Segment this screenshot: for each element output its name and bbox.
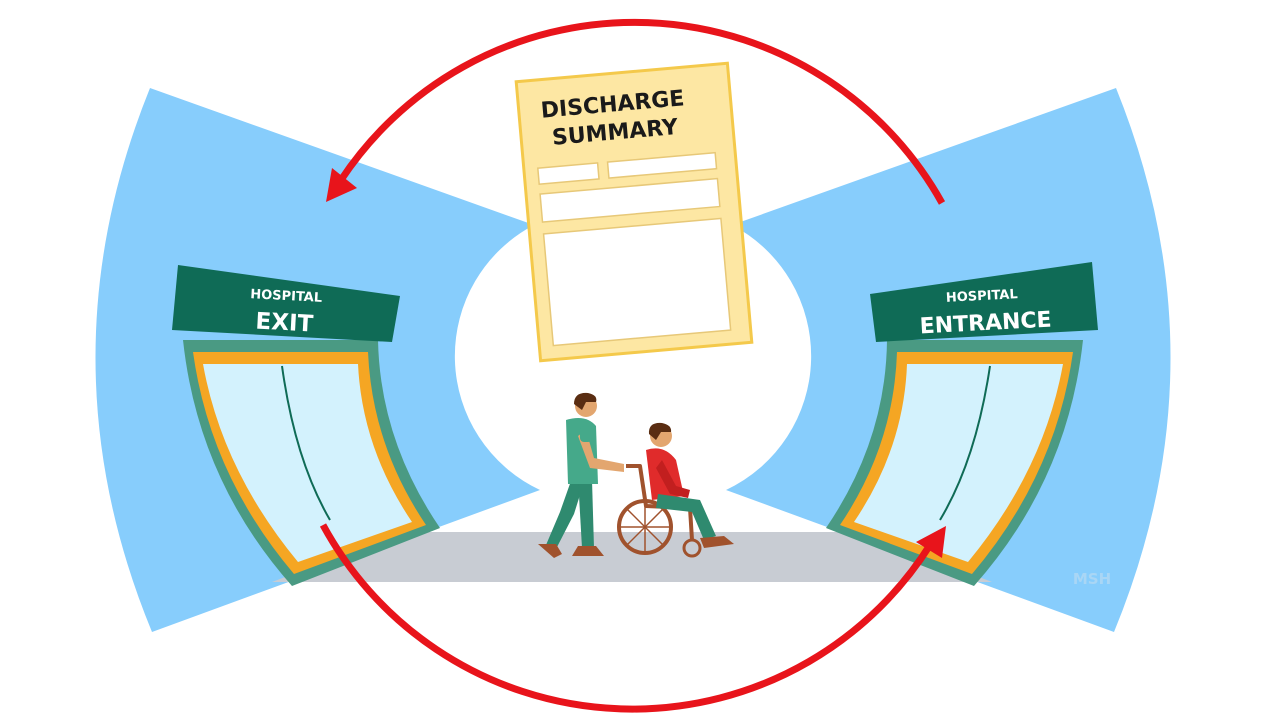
entrance-doorway bbox=[826, 340, 1083, 586]
wheelchair-icon bbox=[617, 464, 702, 558]
exit-door-seam bbox=[281, 365, 331, 521]
discharge-summary-document: DISCHARGE SUMMARY bbox=[514, 61, 754, 363]
curved-arrow-icon bbox=[319, 523, 933, 713]
document-field-medium bbox=[606, 151, 718, 179]
cycle-arrow-bottom bbox=[319, 523, 946, 713]
caregiver-shoe-back bbox=[538, 544, 562, 558]
document-field-large bbox=[542, 217, 732, 347]
exit-door-glass bbox=[203, 364, 412, 562]
caregiver-sleeve bbox=[580, 426, 592, 442]
caregiver-hair bbox=[574, 392, 597, 410]
exit-sign-board bbox=[172, 265, 400, 342]
caregiver-front-leg bbox=[578, 478, 594, 548]
exit-sign-line2: EXIT bbox=[255, 309, 314, 338]
arrowhead-right-icon bbox=[916, 526, 946, 558]
curved-arrow-icon bbox=[338, 18, 946, 205]
wheelchair-frame bbox=[626, 464, 694, 541]
entrance-sign-board bbox=[870, 262, 1098, 342]
document-field-wide bbox=[539, 177, 721, 223]
patient-in-wheelchair bbox=[617, 422, 734, 558]
entrance-door-glass bbox=[854, 364, 1063, 562]
caregiver-back-leg bbox=[546, 478, 584, 549]
cycle-arrow-top bbox=[326, 18, 946, 205]
wheel-spoke bbox=[626, 508, 664, 546]
exit-sign: HOSPITAL EXIT bbox=[172, 265, 400, 342]
entrance-door-seam bbox=[939, 365, 991, 521]
patient-hair bbox=[648, 422, 672, 440]
patient-shoe bbox=[700, 536, 734, 548]
patient-legs bbox=[656, 494, 716, 540]
patient-arm bbox=[656, 460, 690, 498]
caregiver bbox=[538, 392, 624, 558]
entrance-sign: HOSPITAL ENTRANCE bbox=[870, 262, 1098, 342]
exit-sign-line1: HOSPITAL bbox=[250, 287, 323, 306]
hallway-floor bbox=[272, 532, 992, 582]
caregiver-shoe-front bbox=[572, 546, 604, 556]
entrance-sign-line1: HOSPITAL bbox=[946, 287, 1019, 306]
watermark: MSH bbox=[1073, 570, 1111, 588]
exit-doorway bbox=[183, 340, 440, 586]
person-icon bbox=[538, 392, 624, 558]
document-field-short bbox=[537, 162, 600, 185]
caregiver-arm bbox=[578, 430, 624, 472]
arrowhead-left-icon bbox=[326, 168, 357, 202]
